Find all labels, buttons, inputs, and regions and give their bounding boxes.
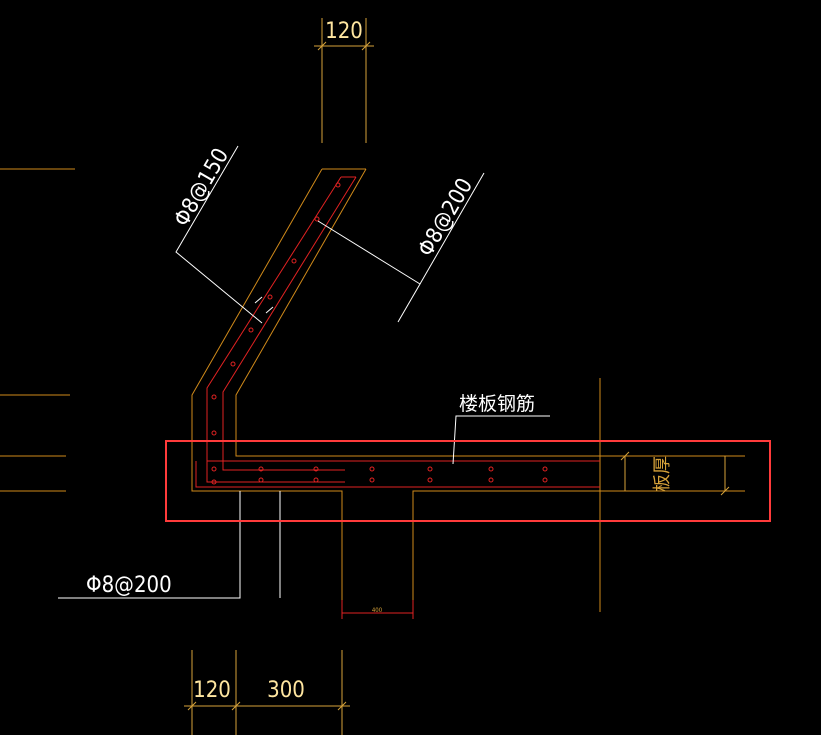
bottom-dimension-label-300: 300 [267,678,305,703]
top-dimension-label: 120 [325,19,363,44]
rebar-lines [195,176,600,488]
slab-rebar-label: 楼板钢筋 [459,393,535,415]
rebar-dots [211,182,548,485]
top-dimension [314,18,374,143]
concrete-outline [191,168,745,612]
bottom-rebar-label: Φ8@200 [86,573,172,598]
bottom-dimension [184,650,350,735]
reference-lines [0,168,75,492]
highlight-box [165,440,771,522]
diag-left-rebar-label: Φ8@150 [170,144,235,231]
small-dimension-label: 400 [372,607,383,614]
diag-right-rebar-label: Φ8@200 [414,174,479,261]
slab-thickness-label: 板厚 [652,456,673,492]
bottom-dimension-label-120: 120 [193,678,231,703]
thickness-marker [620,451,730,496]
small-dimension [341,600,414,619]
leader-lines [58,145,550,599]
